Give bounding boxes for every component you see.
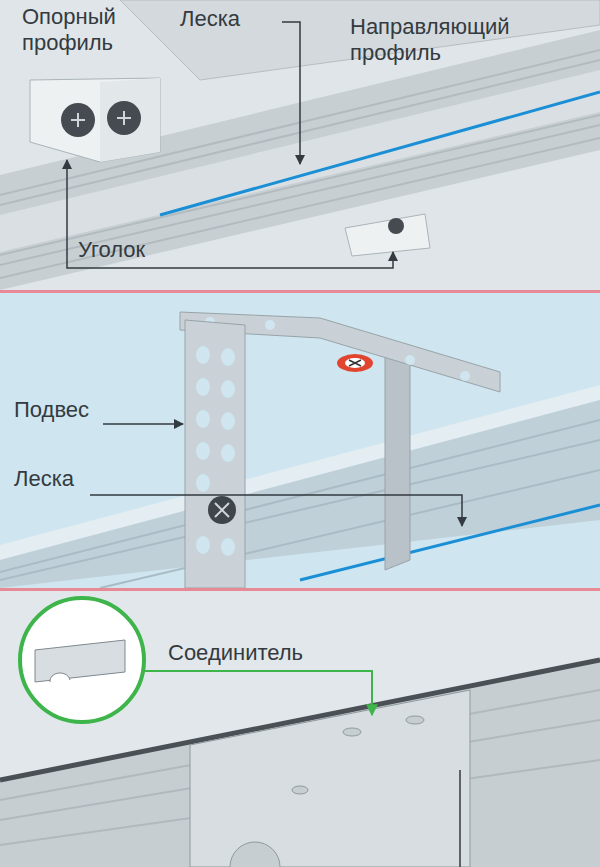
panel-middle: [0, 293, 600, 589]
part-label: Подвес: [14, 397, 89, 423]
part-label: Леска: [14, 466, 74, 492]
part-label: Опорный профиль: [22, 4, 140, 57]
part-label: Уголок: [78, 237, 145, 263]
part-label: Направляющий профиль: [350, 14, 530, 67]
panel-bottom: [0, 591, 600, 867]
panel-top: [0, 0, 600, 291]
part-label: Соединитель: [168, 640, 303, 666]
part-label: Леска: [180, 6, 240, 32]
